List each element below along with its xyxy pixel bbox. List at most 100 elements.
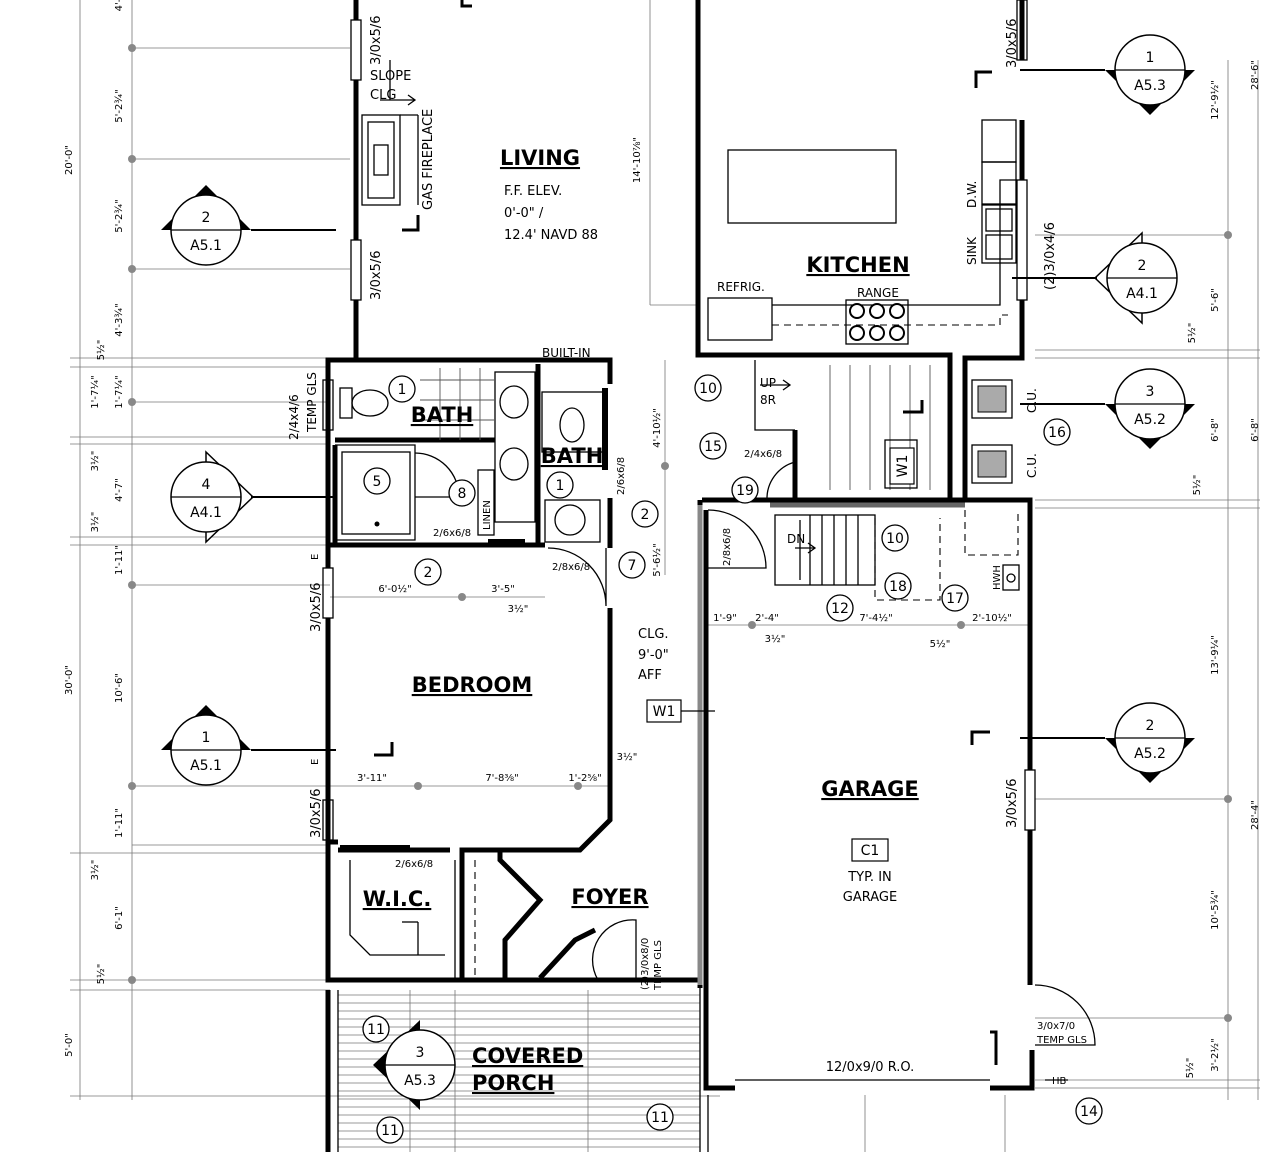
keynote-bubble: 10 [881, 524, 909, 552]
dimension-label: 5½" [1191, 475, 1203, 496]
section-sheet: A5.2 [1134, 412, 1166, 428]
keynote-bubble: 10 [694, 374, 722, 402]
dimension-label: 4'-3¾" [114, 303, 125, 336]
section-marker: 1A5.1 [161, 705, 336, 786]
keynote-number: 15 [704, 439, 722, 455]
cu-label-2: C.U. [1025, 453, 1039, 478]
typ-garage-line1: TYP. IN [847, 870, 892, 885]
door-label-living-bottom: 3/0x5/6 [369, 250, 384, 300]
door-label-bath-temp: TEMP GLS [305, 372, 319, 433]
ceiling-tag-c1: C1 [851, 838, 889, 862]
hwh-label: HWH [992, 565, 1003, 590]
dimension-label: 3'-5" [491, 584, 515, 595]
door-label-garage-window: 3/0x5/6 [1005, 778, 1020, 828]
typ-garage-line2: GARAGE [843, 890, 897, 905]
egress-mark-1: E [310, 554, 321, 560]
keynote-number: 1 [556, 478, 565, 494]
keynote-bubble: 15 [699, 432, 727, 460]
section-sheet: A5.1 [190, 758, 222, 774]
dimension-label: 12'-9½" [1209, 80, 1221, 120]
dimension-label: 10'-6" [114, 673, 125, 703]
linen-label: LINEN [482, 500, 493, 530]
clg-height-line2: 9'-0" [638, 648, 669, 663]
slope-note: SLOPE [370, 69, 411, 84]
section-marker: 2A5.2 [1020, 702, 1195, 783]
hose-bib-label: HB [1052, 1076, 1067, 1087]
section-number: 3 [416, 1045, 425, 1061]
wall-tag-w1-kitchen: W1 [889, 447, 915, 485]
svg-text:C1: C1 [861, 843, 880, 859]
keynote-number: 2 [424, 565, 433, 581]
garage-door-size: 12/0x9/0 R.O. [826, 1060, 914, 1075]
svg-text:W1: W1 [895, 455, 911, 478]
keynote-number: 11 [367, 1022, 385, 1038]
dimension-label: 3½" [89, 860, 101, 881]
builtin-label: BUILT-IN [542, 346, 591, 360]
dimension-label: 1'-9" [713, 613, 737, 624]
section-sheet: A5.1 [190, 238, 222, 254]
door-label-kitchen-window: (2)3/0x4/6 [1043, 222, 1058, 290]
section-sheet: A4.1 [190, 505, 222, 521]
dimension-label: 6'-8" [1210, 418, 1221, 442]
room-label-bath-2: BATH [541, 444, 604, 468]
garage-door-temp-gls: TEMP GLS [1036, 1035, 1087, 1046]
room-label-living: LIVING [500, 146, 580, 170]
keynote-bubble: 11 [646, 1103, 674, 1131]
door-label-bath-window: 2/4x4/6 [287, 394, 301, 440]
fireplace-label: GAS FIREPLACE [421, 109, 436, 210]
room-label-covered: COVERED [472, 1044, 583, 1068]
left-dimension-lines [70, 0, 720, 1100]
door-label-bath-268: 2/6x6/8 [433, 528, 471, 539]
section-marker: 3A5.3 [373, 1020, 456, 1110]
section-sheet: A5.3 [404, 1073, 436, 1089]
door-label-bedroom-288: 2/8x6/8 [552, 562, 590, 573]
dimension-label: 5'-6" [1210, 288, 1221, 312]
wall-tag-w1-foyer: W1 [646, 699, 715, 723]
section-sheet: A5.3 [1134, 78, 1166, 94]
door-label-foyer: (2)3/0x8/0 [640, 938, 651, 990]
dimension-label: 7'-8⅜" [485, 773, 518, 784]
clg-note: CLG [370, 88, 396, 103]
keynote-number: 5 [373, 474, 382, 490]
dimension-label: 3½" [617, 751, 638, 763]
keynote-bubble: 18 [884, 572, 912, 600]
keynote-number: 11 [651, 1110, 669, 1126]
covered-porch-decking [338, 994, 700, 1148]
section-marker: 4A4.1 [170, 450, 336, 544]
keynote-number: 18 [889, 579, 907, 595]
sink-label: SINK [965, 236, 979, 265]
windows [322, 0, 1036, 841]
kitchen-fixtures [707, 119, 1017, 345]
refrig-label: REFRIG. [717, 280, 765, 294]
keynote-number: 2 [641, 507, 650, 523]
keynote-bubble: 1 [388, 375, 416, 403]
dimension-label: 3½" [89, 512, 101, 533]
keynote-bubble: 16 [1043, 418, 1071, 446]
keynote-bubble: 17 [941, 584, 969, 612]
dimension-label: 13'-9¼" [1209, 635, 1221, 675]
section-number: 3 [1146, 384, 1155, 400]
ff-elev-line3: 12.4' NAVD 88 [504, 228, 598, 243]
right-dimension-text: 28'-6"12'-9½"5'-6"5½"6'-8"6'-8"5½"13'-9¼… [1184, 60, 1261, 1078]
section-number: 1 [202, 730, 211, 746]
section-number: 4 [202, 477, 211, 493]
stair-up-label: UP [760, 376, 776, 390]
room-label-bedroom: BEDROOM [412, 673, 533, 697]
room-label-foyer: FOYER [571, 885, 648, 909]
range-label: RANGE [857, 286, 899, 300]
dimension-label: 2'-10½" [972, 612, 1012, 624]
stair-down-label: DN [787, 532, 805, 546]
door-label-bedroom-bottom: 3/0x5/6 [309, 788, 324, 838]
dimension-label: 5½" [95, 964, 107, 985]
door-label-kitchen-top: 3/0x5/6 [1005, 18, 1020, 68]
room-label-wic: W.I.C. [363, 887, 432, 911]
keynote-bubble: 2 [631, 500, 659, 528]
dimension-label: 6'-0½" [378, 583, 411, 595]
keynote-bubble: 7 [618, 551, 646, 579]
keynote-number: 12 [831, 601, 849, 617]
clg-height-line1: CLG. [638, 627, 669, 642]
dimension-label: 5½" [1184, 1058, 1196, 1079]
door-label-wic: 2/6x6/8 [395, 859, 433, 870]
